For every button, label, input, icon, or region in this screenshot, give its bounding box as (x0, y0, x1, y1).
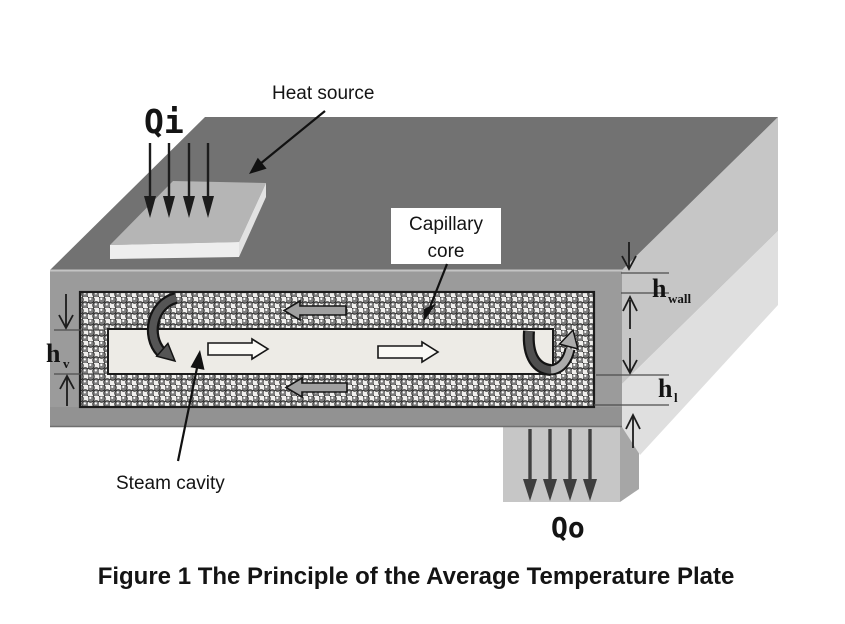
hl-subscript: l (674, 390, 678, 405)
arrow-up-icon (622, 294, 638, 312)
circulation-body (525, 330, 552, 374)
heat-pad-right-face (239, 183, 266, 257)
hv-label: h (46, 339, 61, 368)
hwall-subscript: wall (668, 291, 692, 306)
dimension-inner-height (622, 294, 638, 375)
figure-caption: Figure 1 The Principle of the Average Te… (98, 563, 735, 590)
arrow-up-icon (59, 374, 75, 390)
plate-side-face-lower (622, 231, 778, 455)
pedestal-front-face (503, 427, 620, 502)
pointer-arrowhead (424, 303, 437, 321)
liquid-return-arrow (284, 376, 348, 399)
circulation-arrowhead (558, 328, 579, 350)
arrow-down-icon (523, 479, 537, 501)
arrow-down-icon (622, 359, 638, 375)
hwall-label: h (652, 274, 667, 303)
dimension-hl: h l (594, 374, 678, 406)
pointer-line (428, 263, 449, 308)
qi-label: Qi (144, 102, 184, 141)
arrow-down-icon (183, 196, 195, 218)
pointer-line (176, 367, 199, 462)
qo-arrow (543, 429, 557, 501)
pointer-arrowhead (249, 157, 267, 174)
plate-front-bottom-band (50, 407, 622, 427)
hl-label: h (658, 374, 673, 403)
qi-arrow (183, 143, 195, 218)
arrow-down-icon (163, 196, 175, 218)
qo-heat-output: Qo (523, 429, 597, 544)
circulation-arrowhead (155, 341, 177, 363)
arrow-down-icon (563, 479, 577, 501)
arrow-down-icon (58, 314, 74, 330)
condenser-circulation-arrow (522, 328, 579, 376)
capillary-core-label-line2: core (428, 241, 465, 262)
qi-heat-input: Qi (144, 102, 214, 218)
dimension-hv: h v (46, 294, 104, 406)
arrow-down-icon (144, 196, 156, 218)
pointer-arrowhead (190, 350, 205, 370)
qo-label: Qo (551, 511, 585, 544)
liquid-return-arrow (282, 299, 347, 322)
heat-source-annotation: Heat source (249, 83, 374, 174)
arrow-down-icon (543, 479, 557, 501)
label-box (391, 208, 501, 264)
circulation-body (149, 294, 178, 355)
qi-arrow (163, 143, 175, 218)
pointer-line (259, 110, 326, 165)
dimension-bottom-wall (625, 412, 641, 448)
qo-arrow (583, 429, 597, 501)
qi-arrow (202, 143, 214, 218)
qi-arrow (144, 143, 156, 218)
liquid-return-arrows (282, 299, 348, 399)
hv-subscript: v (63, 356, 70, 371)
heat-source-label: Heat source (272, 83, 374, 104)
evaporator-circulation-arrow (146, 292, 179, 363)
qo-arrow (563, 429, 577, 501)
capillary-core-annotation: Capillary core (391, 208, 501, 321)
arrow-down-icon (621, 255, 637, 271)
plate-side-face-upper (622, 117, 778, 384)
steam-cavity-label: Steam cavity (116, 473, 225, 494)
arrow-down-icon (583, 479, 597, 501)
capillary-core-label-line1: Capillary (409, 214, 483, 235)
circulation-body (550, 348, 574, 374)
arrow-up-icon (625, 412, 641, 430)
vapor-flow-arrow (207, 337, 270, 361)
vapor-flow-arrows (207, 337, 440, 364)
heat-sink-pedestal (503, 413, 639, 502)
qo-arrow (523, 429, 537, 501)
dimension-hwall: h wall (621, 242, 692, 306)
steam-cavity-region (107, 328, 554, 375)
steam-cavity-annotation: Steam cavity (116, 350, 225, 494)
vapor-flow-arrow (377, 340, 440, 364)
arrow-down-icon (202, 196, 214, 218)
heat-pad-front-face (110, 242, 239, 259)
